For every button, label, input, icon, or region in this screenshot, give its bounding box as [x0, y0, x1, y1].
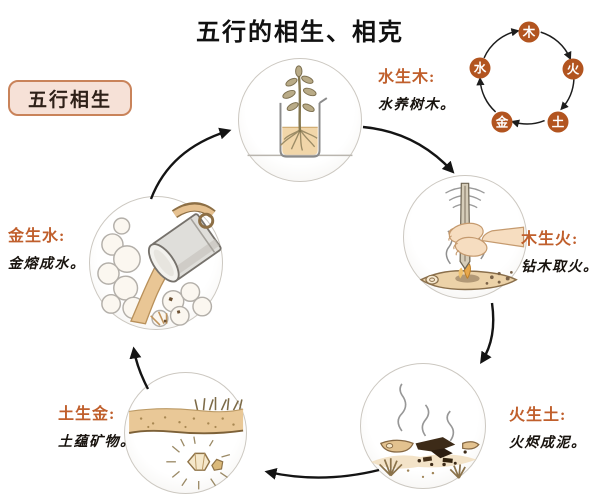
label-earth-metal-name: 土生金:: [58, 406, 116, 423]
label-wood-fire-name: 木生火:: [521, 231, 579, 248]
stage-circle-earth-metal: [124, 372, 247, 494]
mini-arrow-metal-water: [476, 77, 497, 113]
mini-arrow-water-wood: [483, 28, 520, 59]
label-fire-earth-name: 火生土:: [509, 407, 567, 424]
label-wood-fire: 木生火: 钻木取火。: [521, 225, 599, 276]
arrow-wood-fire-to-fire-earth: [480, 302, 495, 365]
mini-node-water: 水: [469, 57, 491, 79]
svg-text:火: 火: [567, 63, 580, 77]
arrow-water-wood-to-wood-fire: [362, 125, 455, 174]
mini-cycle-diagram: 木 火 土 金 水: [469, 21, 584, 133]
label-water-wood: 水生木: 水养树木。: [378, 63, 456, 114]
label-wood-fire-desc: 钻木取火。: [521, 260, 599, 275]
generation-badge: 五行相生: [8, 80, 132, 116]
plant-in-beaker-illustration: [247, 65, 353, 158]
label-fire-earth-desc: 火烬成泥。: [509, 436, 587, 451]
stage-circle-water-wood: [238, 58, 362, 182]
label-earth-metal: 土生金: 土蕴矿物。: [58, 400, 136, 451]
mini-arrow-wood-fire: [540, 31, 572, 61]
mini-node-wood: 木: [518, 21, 540, 43]
mini-node-fire: 火: [562, 58, 584, 80]
svg-text:土: 土: [552, 115, 565, 130]
svg-text:水: 水: [474, 61, 487, 76]
label-metal-water: 金生水: 金熔成水。: [8, 222, 86, 273]
stage-circle-metal-water: [89, 196, 223, 330]
generation-badge-label: 五行相生: [27, 89, 112, 111]
mini-cycle-arrows: [476, 28, 575, 128]
mini-arrow-fire-earth: [560, 79, 575, 111]
label-metal-water-name: 金生水:: [8, 228, 66, 245]
label-water-wood-name: 水生木:: [378, 69, 436, 86]
page-title: 五行的相生、相克: [196, 19, 404, 46]
svg-text:金: 金: [495, 115, 509, 130]
mineral-in-soil-illustration: [128, 397, 244, 490]
arrow-metal-water-to-water-wood: [149, 127, 232, 200]
mini-arrow-earth-metal: [510, 119, 545, 128]
label-earth-metal-desc: 土蕴矿物。: [58, 435, 136, 450]
molten-metal-pouring-illustration: [97, 202, 222, 328]
label-metal-water-desc: 金熔成水。: [8, 257, 86, 272]
stage-circle-fire-earth: [360, 363, 486, 489]
svg-text:木: 木: [522, 25, 536, 40]
label-water-wood-desc: 水养树木。: [378, 98, 456, 113]
label-fire-earth: 火生土: 火烬成泥。: [509, 401, 587, 452]
burnt-wood-ashes-illustration: [370, 383, 480, 479]
mini-node-earth: 土: [547, 111, 569, 133]
hands-drilling-wood-illustration: [419, 182, 525, 291]
stage-circle-wood-fire: [403, 175, 527, 299]
mini-node-metal: 金: [491, 111, 513, 133]
